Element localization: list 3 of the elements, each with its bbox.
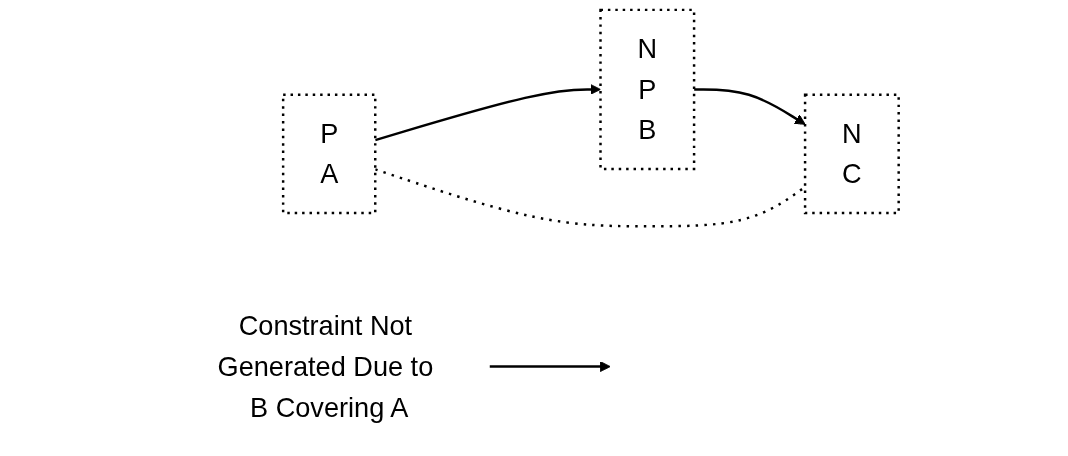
node-text: Constraint Not Generated Due to B Covering A bbox=[217, 310, 434, 423]
arrow bbox=[694, 88, 806, 125]
arrow bbox=[489, 361, 611, 372]
